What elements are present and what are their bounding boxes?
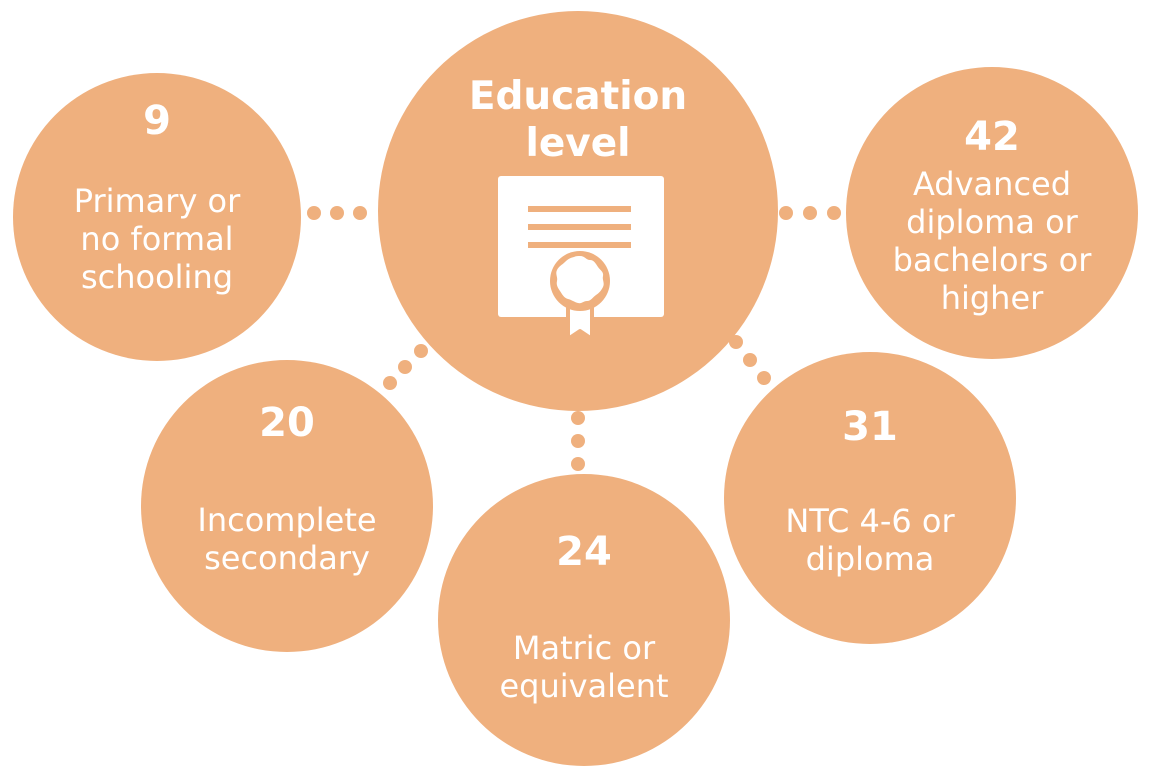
node-label: Matric or equivalent (499, 629, 669, 705)
connector-dot (729, 335, 743, 349)
connector-dot (398, 360, 412, 374)
node-advanced: 42 Advanced diploma or bachelors or high… (846, 67, 1138, 359)
node-matric: 24 Matric or equivalent (438, 474, 730, 766)
node-ntc: 31 NTC 4-6 or diploma (724, 352, 1016, 644)
center-circle: Education level (378, 11, 778, 411)
connector-dot (571, 457, 585, 471)
connector-dot (383, 376, 397, 390)
connector-dot (307, 206, 321, 220)
connector-dot (803, 206, 817, 220)
node-value: 42 (964, 114, 1020, 160)
node-label: NTC 4-6 or diploma (785, 502, 955, 578)
connector-dot (743, 353, 757, 367)
connector-dot (779, 206, 793, 220)
node-value: 9 (143, 98, 171, 144)
node-label: Incomplete secondary (197, 501, 377, 577)
center-title: Education level (468, 74, 688, 166)
certificate-icon (498, 176, 664, 341)
connector-dot (330, 206, 344, 220)
node-value: 24 (556, 529, 612, 575)
node-value: 31 (842, 404, 898, 450)
connector-dot (353, 206, 367, 220)
connector-dot (571, 434, 585, 448)
node-value: 20 (259, 400, 315, 446)
connector-dot (757, 371, 771, 385)
node-label: Advanced diploma or bachelors or higher (892, 165, 1092, 317)
node-primary: 9 Primary or no formal schooling (13, 73, 301, 361)
connector-dot (414, 344, 428, 358)
node-label: Primary or no formal schooling (73, 182, 241, 296)
connector-dot (827, 206, 841, 220)
node-incomplete-secondary: 20 Incomplete secondary (141, 360, 433, 652)
connector-dot (571, 411, 585, 425)
